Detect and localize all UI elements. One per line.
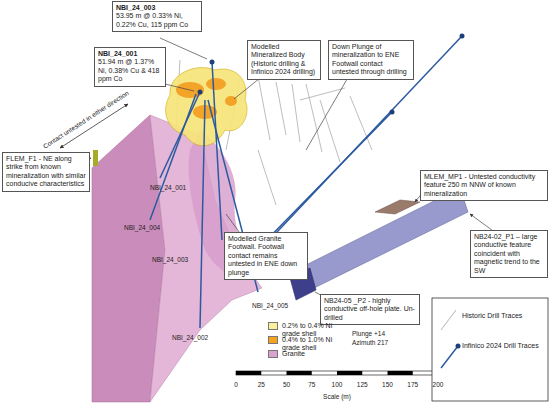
conductor-plate (300, 188, 468, 292)
legend-swatch (268, 336, 278, 344)
legend-text: Historic Drill Traces (462, 312, 542, 320)
scale-number: 0 (234, 381, 238, 389)
callout-box: FLEM_F1 - NE along strike from known min… (2, 152, 90, 192)
legend-swatch (268, 322, 278, 330)
legend-text: Infinico 2024 Drill Traces (462, 342, 542, 350)
scale-number: 125 (357, 381, 368, 389)
callout-text: NB24-02_P1 – large conductive feature co… (474, 233, 544, 275)
view-label: Azimuth 217 (352, 339, 388, 347)
drill-hole-label: NBI_24_001 (150, 184, 186, 192)
drill-hole-label: NBI_24_004 (124, 224, 160, 232)
scale-number: 200 (433, 381, 444, 389)
legend-box (432, 298, 548, 401)
scale-number: 50 (283, 381, 290, 389)
legend-swatch (268, 350, 278, 358)
callout-box: Down Plunge of mineralization to ENE Foo… (328, 40, 414, 80)
scale-number: 25 (258, 381, 265, 389)
callout-box: NBI_24_00151.94 m @ 1.37% Ni, 0.38% Cu &… (94, 47, 166, 87)
callout-text: FLEM_F1 - NE along strike from known min… (6, 155, 86, 189)
callout-text: Down Plunge of mineralization to ENE Foo… (332, 43, 410, 77)
callout-box: NB24-05 _P2 - highly conductive off-hole… (320, 294, 420, 325)
callout-box: MLEM_MP1 - Untested conductivity feature… (420, 170, 548, 201)
legend-sample (441, 310, 456, 330)
legend-item: Granite (282, 350, 352, 358)
scale-number: 75 (308, 381, 315, 389)
callout-text: 53.95 m @ 0.33% Ni, 0.22% Cu, 115 ppm Co (116, 12, 198, 29)
drill-hole-label: NBI_24_005 (252, 302, 288, 310)
drill-hole-label: NBI_24_003 (152, 256, 188, 264)
scale-number: 150 (382, 381, 393, 389)
callout-text: 51.94 m @ 1.37% Ni, 0.38% Cu & 418 ppm C… (98, 58, 162, 83)
callout-heading: NBI_24_001 (98, 50, 162, 58)
legend-sample (456, 344, 461, 349)
callout-box: NBI_24_00353.95 m @ 0.33% Ni, 0.22% Cu, … (112, 1, 202, 32)
callout-box: Modelled Mineralized Body (Historic dril… (247, 40, 321, 80)
conductor-plate (375, 200, 420, 214)
callout-box: Modelled Granite Footwall. Footwall cont… (224, 232, 308, 280)
drill-traces (150, 36, 462, 328)
scale-bar (236, 371, 438, 375)
legend-item: Infinico 2024 Drill Traces (462, 342, 542, 350)
collar-dots (198, 34, 465, 115)
callout-text: Modelled Granite Footwall. Footwall cont… (228, 235, 304, 277)
callout-box: NB24-02_P1 – large conductive feature co… (470, 230, 548, 278)
view-label: Plunge +14 (352, 330, 385, 338)
drill-hole-label: NBI_24_002 (172, 334, 208, 342)
scale-number: 100 (332, 381, 343, 389)
grade-shell (166, 68, 247, 146)
legend-text: Granite (282, 350, 352, 358)
callout-text: MLEM_MP1 - Untested conductivity feature… (424, 173, 544, 198)
callout-text: NB24-05 _P2 - highly conductive off-hole… (324, 297, 416, 322)
high-grade-shell (176, 78, 237, 119)
legend-sample (441, 346, 458, 368)
scale-number: 175 (407, 381, 418, 389)
callout-heading: NBI_24_003 (116, 4, 198, 12)
leader-lines (85, 38, 500, 300)
callout-text: Modelled Mineralized Body (Historic dril… (251, 43, 317, 77)
conductor-plate (93, 150, 98, 166)
note-label: Contact untested in either direction (42, 89, 131, 150)
legend-item: Historic Drill Traces (462, 312, 542, 320)
scale-title: Scale (m) (323, 393, 351, 401)
